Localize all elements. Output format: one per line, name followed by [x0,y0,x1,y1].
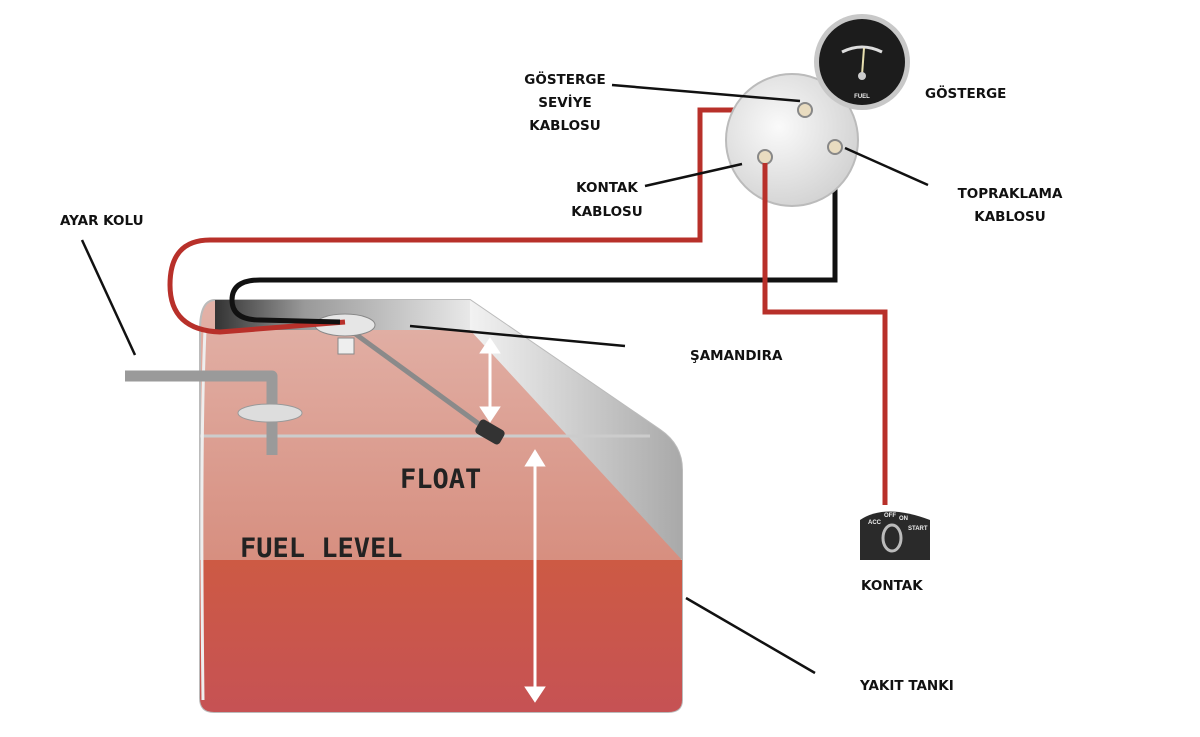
svg-text:SEVİYE: SEVİYE [538,94,591,111]
fuel-level-text: FUEL LEVEL [240,533,403,564]
svg-text:GÖSTERGE: GÖSTERGE [524,70,605,88]
fuel-level-arrow [524,449,546,703]
ignition-start: START [908,526,928,532]
adjust-arm [125,370,303,455]
label-ground-wire: TOPRAKLAMA KABLOSU [958,186,1063,225]
label-ignition-wire: KONTAK KABLOSU [571,180,642,220]
leader-lines [80,83,929,675]
label-fuel-tank: YAKIT TANKI [859,678,954,694]
svg-text:KONTAK: KONTAK [576,180,638,196]
gauge-level-wire [167,107,805,335]
terminal-level [797,102,813,118]
float-text: FLOAT [400,464,481,495]
ignition-acc: ACC [868,520,882,526]
label-gauge-level-wire: GÖSTERGE SEVİYE KABLOSU [524,70,605,134]
terminal-ignition [757,149,773,165]
terminal-ground [827,139,843,155]
svg-text:KABLOSU: KABLOSU [529,118,600,134]
svg-text:KABLOSU: KABLOSU [571,204,642,220]
fuel-tank [199,299,683,713]
ignition-switch: ACC OFF ON START [860,511,930,560]
ground-wire [229,150,838,325]
gauge-face-text: FUEL [854,94,870,100]
label-adjust-arm: AYAR KOLU [60,213,144,229]
ignition-off: OFF [884,513,896,519]
label-gauge: GÖSTERGE [925,84,1006,102]
fuel-gauge: FUEL [814,14,910,110]
label-float: ŞAMANDIRA [690,348,783,364]
svg-text:KABLOSU: KABLOSU [974,209,1045,225]
label-ignition: KONTAK [861,578,923,594]
float-travel-arrow [479,337,501,423]
ignition-on: ON [899,516,908,522]
svg-text:TOPRAKLAMA: TOPRAKLAMA [958,186,1063,202]
float-assembly [314,313,505,445]
ignition-wire [762,163,888,505]
fuel-level-area [200,560,682,712]
